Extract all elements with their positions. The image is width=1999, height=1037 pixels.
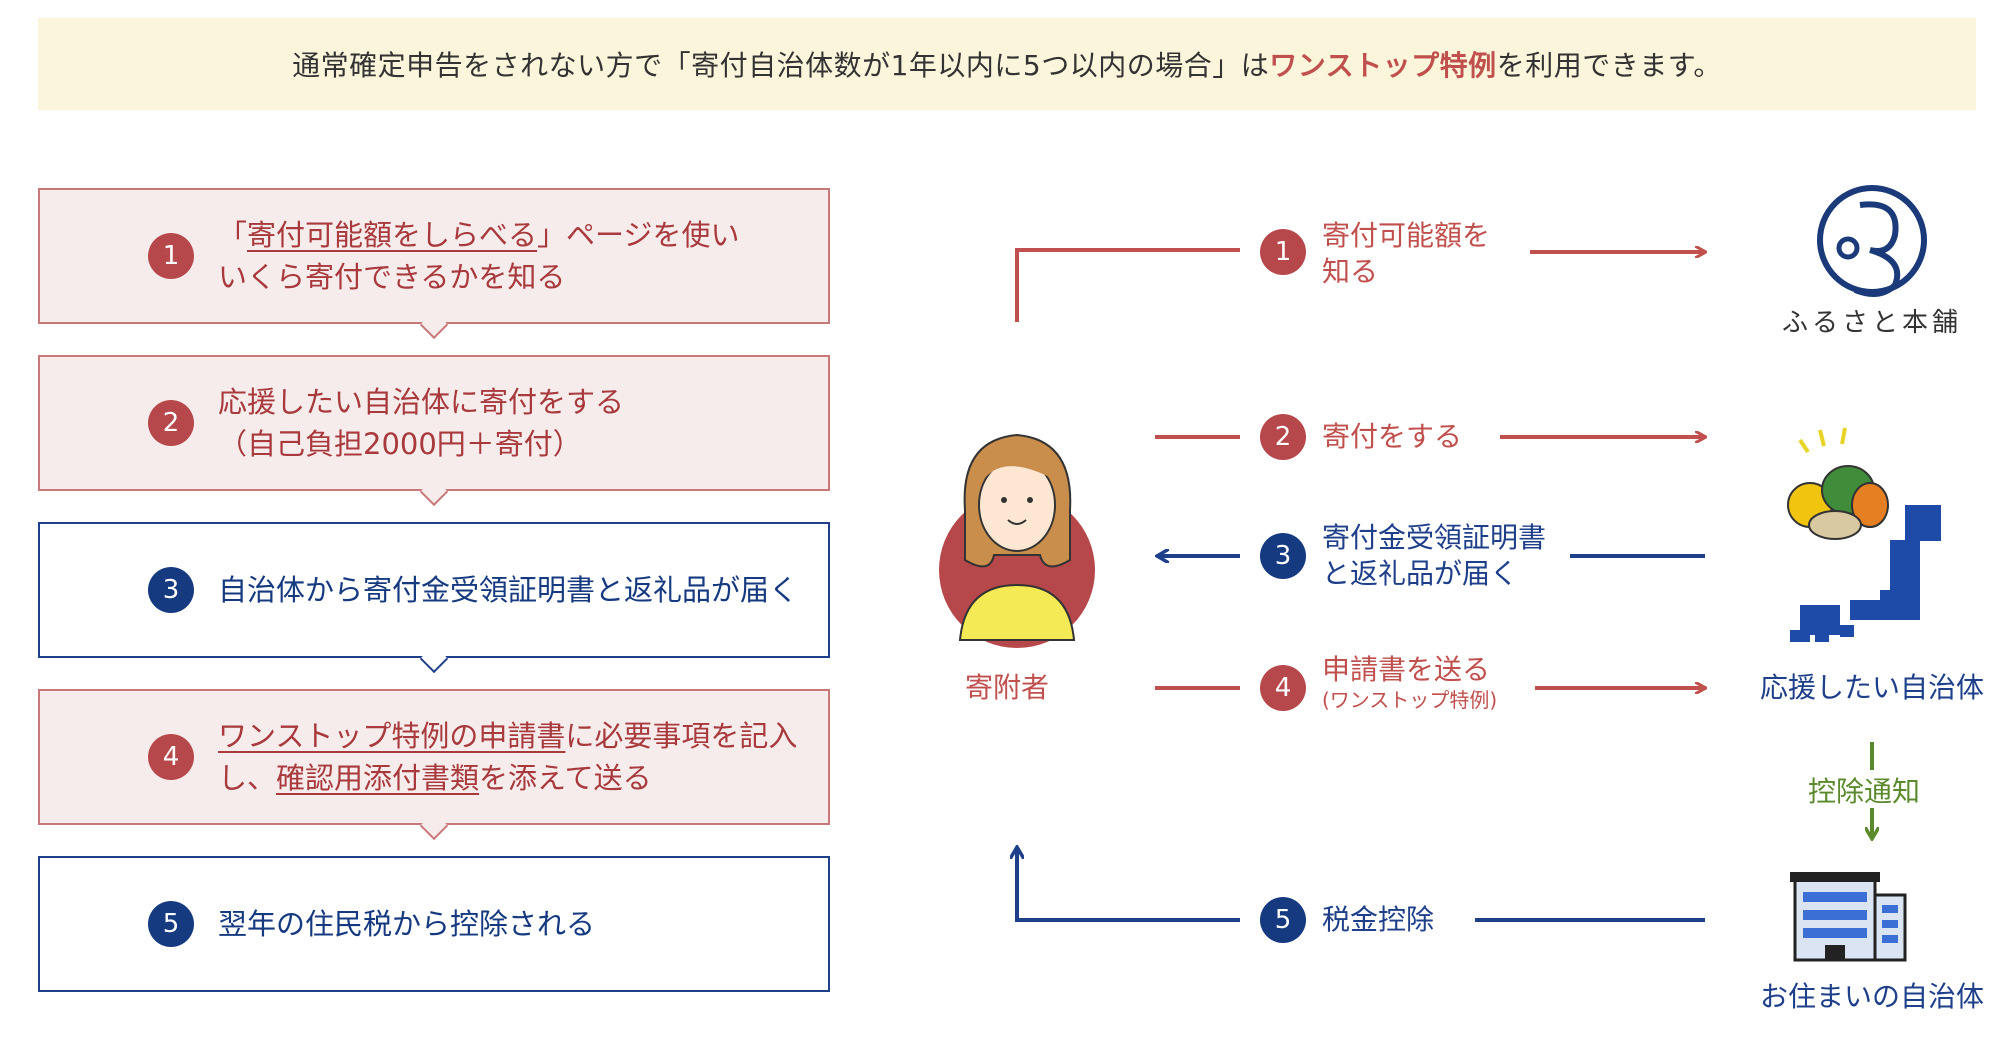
step-number-4: 4 [148, 734, 194, 780]
banner-highlight: ワンストップ特例 [1269, 49, 1497, 82]
flow-label-3: 寄付金受領証明書 と返礼品が届く [1322, 521, 1547, 590]
deduction-notice-label: 控除通知 [1808, 775, 1921, 808]
step-text-5: 翌年の住民税から控除される [218, 907, 596, 941]
step-text-4: ワンストップ特例の申請書に必要事項を記入 し、確認用添付書類を添えて送る [218, 719, 798, 795]
donation-limit-link[interactable]: 寄付可能額をしらべる [247, 218, 538, 252]
banner-suffix: を利用できます。 [1496, 49, 1722, 82]
flow-1-line [1015, 248, 1240, 322]
flow-label-5: 税金控除 [1322, 903, 1435, 936]
step-box-3: 3 自治体から寄付金受領証明書と返礼品が届く [38, 522, 830, 658]
step-text-3: 自治体から寄付金受領証明書と返礼品が届く [218, 573, 799, 607]
step-text-2: 応援したい自治体に寄付をする （自己負担2000円＋寄付） [218, 385, 625, 461]
flow-number-5: 5 [1260, 897, 1306, 943]
step-number-5: 5 [148, 901, 194, 947]
donor-label: 寄附者 [965, 671, 1050, 704]
home-municipality-label: お住まいの自治体 [1759, 980, 1984, 1013]
step-number-2: 2 [148, 400, 194, 446]
flow-label-4: 申請書を送る (ワンストップ特例) [1322, 653, 1498, 712]
banner-prefix: 通常確定申告をされない方で「寄付自治体数が1年以内に5つ以内の場合」は [292, 49, 1270, 82]
furusato-honpo-logo [1817, 185, 1927, 297]
step-number-3: 3 [148, 567, 194, 613]
flow-number-1: 1 [1260, 229, 1306, 275]
produce-and-map-illustration [1787, 427, 1941, 642]
step-box-4: 4 ワンストップ特例の申請書に必要事項を記入 し、確認用添付書類を添えて送る [38, 689, 830, 825]
onestop-application-link[interactable]: ワンストップ特例の申請書 [218, 719, 566, 753]
info-banner: 通常確定申告をされない方で「寄付自治体数が1年以内に5つ以内の場合」はワンストッ… [38, 18, 1976, 110]
city-hall-building-icon [1790, 872, 1907, 962]
flow-number-3: 3 [1260, 533, 1306, 579]
step-box-1: 1 「寄付可能額をしらべる」ページを使い いくら寄付できるかを知る [38, 188, 830, 324]
flow-number-4: 4 [1260, 665, 1306, 711]
step-box-2: 2 応援したい自治体に寄付をする （自己負担2000円＋寄付） [38, 355, 830, 491]
confirmation-documents-link[interactable]: 確認用添付書類 [276, 761, 480, 795]
step-box-5: 5 翌年の住民税から控除される [38, 856, 830, 992]
step-text-1: 「寄付可能額をしらべる」ページを使い いくら寄付できるかを知る [218, 218, 740, 294]
donor-illustration [939, 433, 1095, 648]
flow-5-arrow [1017, 848, 1240, 922]
flow-number-2: 2 [1260, 414, 1306, 460]
site-name: ふるさと本舗 [1781, 308, 1962, 338]
step-number-1: 1 [148, 233, 194, 279]
flow-label-2: 寄付をする [1322, 420, 1463, 453]
target-municipality-label: 応援したい自治体 [1759, 671, 1984, 704]
flow-label-1: 寄付可能額を 知る [1322, 219, 1491, 288]
